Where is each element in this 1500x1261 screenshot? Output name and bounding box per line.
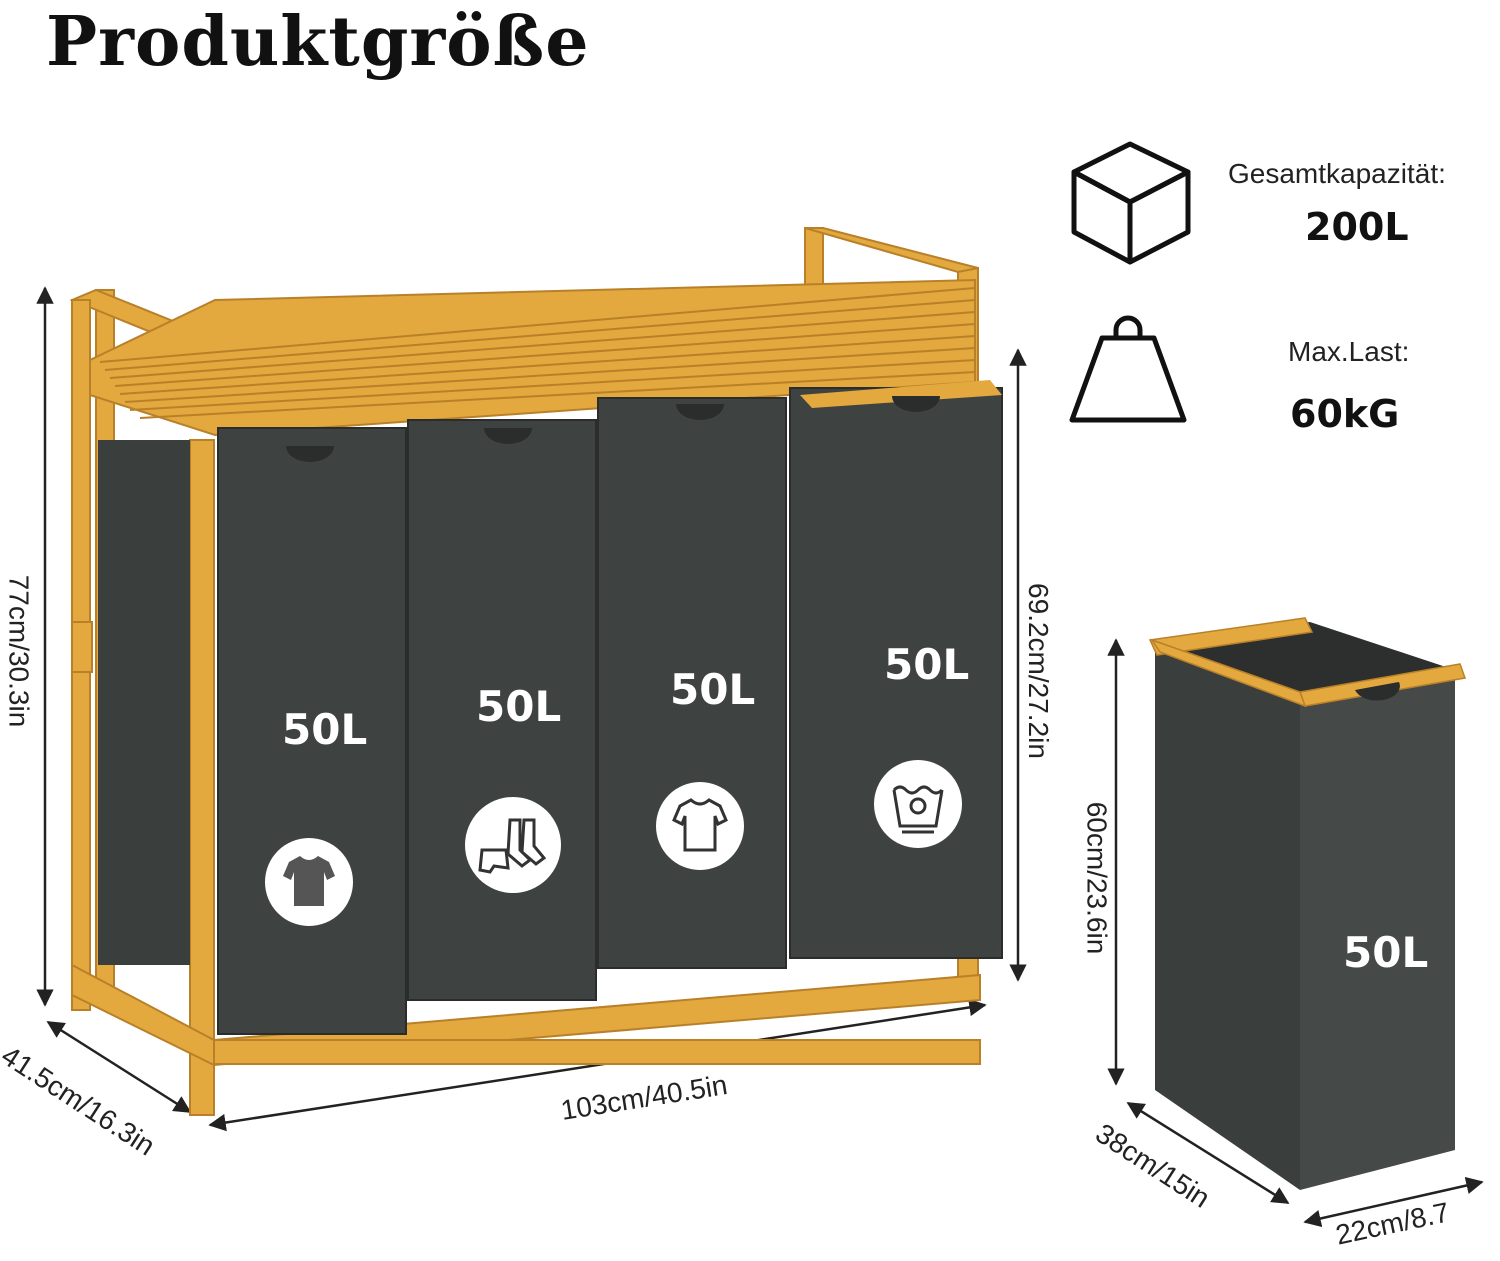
underwear-socks-icon	[478, 818, 547, 874]
load-label: Max.Last:	[1288, 336, 1410, 367]
single-bag-capacity: 50L	[1343, 928, 1429, 977]
single-bag	[1148, 617, 1467, 1190]
height-total-label: 77cm/30.3in	[3, 574, 35, 728]
bin-1	[217, 427, 407, 1035]
bag-width-arrow	[1303, 1176, 1484, 1228]
bin-2	[407, 419, 597, 1001]
bin-4-capacity: 50L	[884, 640, 970, 689]
load-value: 60kG	[1290, 392, 1400, 436]
bin-1-capacity: 50L	[282, 705, 368, 754]
wash-cold-icon	[892, 785, 944, 834]
capacity-label: Gesamtkapazität:	[1228, 158, 1446, 189]
white-tshirt-icon	[672, 798, 728, 852]
bag-height-label: 60cm/23.6in	[1081, 801, 1113, 955]
depth-arrow	[46, 1020, 192, 1114]
cube-icon	[1071, 141, 1191, 265]
seat-slats	[99, 287, 976, 419]
page-title: Produktgröße	[46, 2, 590, 82]
bag-length-arrow	[1126, 1101, 1290, 1205]
height-bins-label: 69.2cm/27.2in	[1022, 583, 1054, 759]
dark-tshirt-icon	[283, 856, 335, 906]
side-bag	[98, 440, 190, 965]
capacity-value: 200L	[1305, 205, 1409, 249]
bin-4	[789, 380, 1003, 959]
bin-3	[597, 397, 787, 969]
weight-icon	[1069, 315, 1187, 423]
bin-2-capacity: 50L	[476, 682, 562, 731]
bin-3-capacity: 50L	[670, 665, 756, 714]
